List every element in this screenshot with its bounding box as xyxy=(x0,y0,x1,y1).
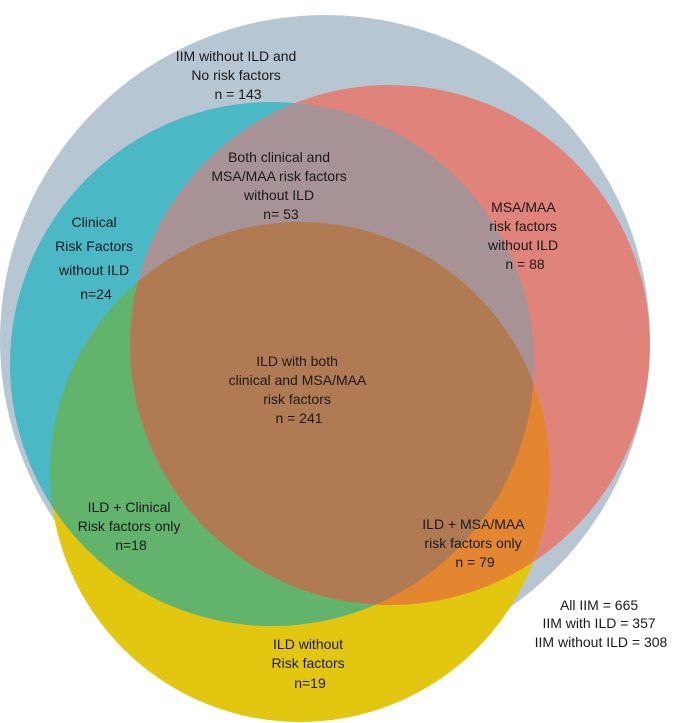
label-both-no-ild: Both clinical and MSA/MAA risk factors w… xyxy=(211,149,350,222)
label-ild-none: ILD without Risk factors n=19 xyxy=(271,636,348,691)
label-ild-both: ILD with both clinical and MSA/MAA risk … xyxy=(229,353,370,426)
label-ild-msa: ILD + MSA/MAA risk factors only n = 79 xyxy=(422,516,527,570)
label-no-risk: IIM without ILD and No risk factors n = … xyxy=(176,48,301,102)
label-msa-only: MSA/MAA risk factors without ILD n = 88 xyxy=(487,199,562,272)
totals-legend: All IIM = 665 IIM with ILD = 357 IIM wit… xyxy=(535,597,668,650)
label-clinical-only: Clinical Risk Factors without ILD n=24 xyxy=(55,214,137,302)
label-ild-clinical: ILD + Clinical Risk factors only n=18 xyxy=(78,499,185,553)
